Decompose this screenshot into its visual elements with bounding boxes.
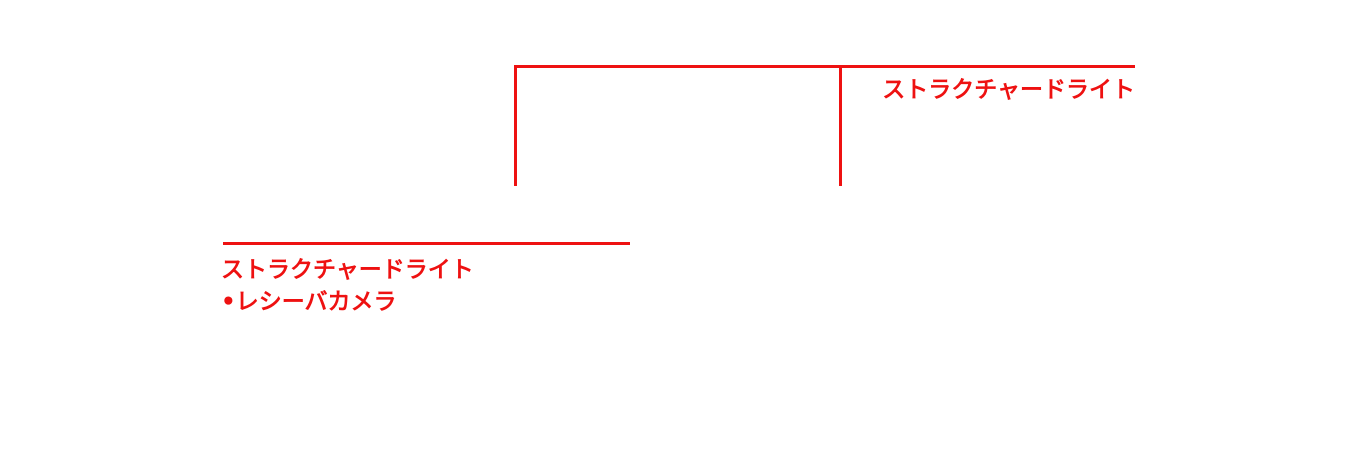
callout-underline-left bbox=[223, 242, 630, 245]
callout-bracket-right-leg bbox=[839, 65, 842, 186]
structured-light-label-bottom: ストラクチャードライト bbox=[221, 257, 474, 283]
callout-bracket-top-line bbox=[514, 65, 1135, 68]
receiver-camera-label: •レシーバカメラ bbox=[221, 289, 397, 315]
callout-label-group-bottom: ストラクチャードライト •レシーバカメラ bbox=[221, 254, 474, 318]
structured-light-label-top: ストラクチャードライト bbox=[882, 77, 1135, 103]
callout-bracket-left-leg bbox=[514, 65, 517, 186]
